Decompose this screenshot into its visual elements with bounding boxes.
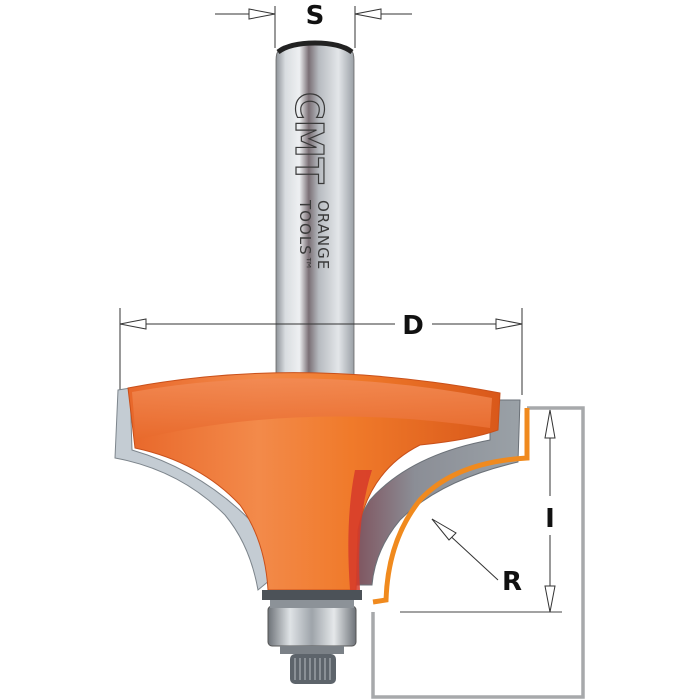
cutter-body <box>127 372 501 591</box>
shank-diameter-dimension: S <box>215 1 412 48</box>
bearing <box>262 590 362 684</box>
cutting-diameter-dimension: D <box>119 308 523 395</box>
arrow-down-icon <box>544 585 556 613</box>
label-r: R <box>502 567 522 597</box>
label-i: I <box>545 504 555 534</box>
svg-text:ORANGE: ORANGE <box>314 200 332 270</box>
cut-profile <box>372 408 530 605</box>
brand-text-line2: TOOLS™ <box>296 199 314 272</box>
arrow-left-icon <box>119 318 147 330</box>
radius-dimension: R <box>431 518 522 597</box>
label-s: S <box>306 1 325 31</box>
svg-text:CMT: CMT <box>287 92 331 184</box>
label-d: D <box>402 311 424 341</box>
arrow-up-icon <box>544 409 556 439</box>
arrow-right-icon <box>495 318 523 330</box>
arrow-right-icon <box>248 8 276 20</box>
shank: CMT ORANGE TOOLS™ <box>275 40 355 379</box>
cutting-height-dimension: I <box>400 409 562 613</box>
brand-logo: CMT <box>286 91 331 184</box>
workpiece-profile <box>371 406 585 699</box>
brand-text-line1: ORANGE <box>314 200 332 270</box>
svg-text:TOOLS™: TOOLS™ <box>296 199 314 272</box>
arrow-left-icon <box>354 8 382 20</box>
arrow-icon <box>431 518 457 541</box>
bearing-screw <box>290 654 336 684</box>
